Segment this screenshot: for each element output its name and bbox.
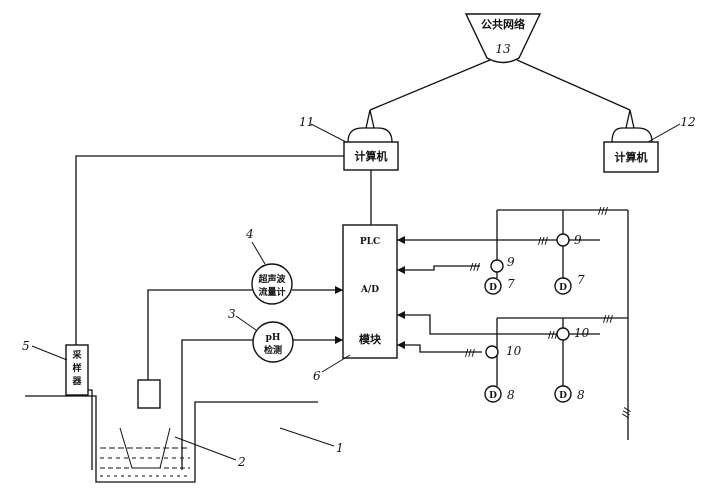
relay-10a-number: 10	[574, 326, 590, 340]
network-number: 13	[495, 42, 511, 56]
relay-9a[interactable]	[556, 233, 570, 247]
motor-8b-symbol: D	[559, 391, 567, 401]
plc-number: 6	[313, 369, 321, 383]
motor-7a[interactable]: D	[484, 277, 502, 295]
ad-label: A/D	[360, 285, 379, 295]
flowmeter-line2: 流量计	[258, 286, 285, 298]
plc-label: PLC	[360, 237, 380, 247]
network-link-left	[369, 59, 491, 111]
motor-8a-symbol: D	[489, 391, 497, 401]
leader-12	[647, 123, 681, 143]
leader-11	[310, 123, 347, 143]
water-channel	[25, 395, 318, 483]
antenna-left-icon	[362, 109, 378, 129]
motor-7a-symbol: D	[489, 283, 497, 293]
motor-7b-symbol: D	[559, 283, 567, 293]
computer-left-number: 11	[299, 115, 314, 129]
motor-7a-number: 7	[507, 277, 515, 291]
relay-10b-number: 10	[506, 344, 522, 358]
svg-text:///: ///	[470, 263, 481, 273]
computer-left-label: 计算机	[355, 149, 388, 163]
sampler-line3: 器	[71, 376, 82, 387]
relay-10b[interactable]	[485, 345, 499, 359]
motor-8a-number: 8	[507, 388, 515, 402]
ultrasonic-probe	[137, 379, 161, 409]
ph-sensor[interactable]: pH 检测	[252, 321, 294, 363]
network-link-right	[516, 59, 631, 111]
antenna-right-icon	[622, 109, 638, 129]
sampler-line1: 采	[71, 349, 81, 361]
sampler-number: 5	[22, 339, 30, 353]
flowmeter-number: 4	[245, 227, 254, 241]
svg-text:///: ///	[603, 315, 614, 325]
computer-right-number: 12	[680, 115, 695, 129]
motor-7b[interactable]: D	[554, 277, 572, 295]
ph-number: 3	[228, 307, 236, 321]
relay-9b[interactable]	[490, 259, 504, 273]
motor-7b-number: 7	[577, 273, 585, 287]
pipe-number: 2	[237, 455, 246, 469]
ph-line1: pH	[266, 333, 281, 343]
computer-left[interactable]: 计算机	[343, 109, 399, 171]
sampler-line2: 样	[72, 362, 81, 374]
computer-right-label: 计算机	[615, 150, 648, 164]
svg-text:///: ///	[538, 237, 549, 247]
network-label: 公共网络	[481, 17, 525, 31]
svg-text:///: ///	[465, 349, 476, 359]
leader-6	[321, 354, 351, 373]
relay-9b-number: 9	[507, 255, 515, 269]
ultrasonic-flowmeter[interactable]: 超声波 流量计	[251, 263, 293, 305]
module-label: 模块	[359, 332, 382, 346]
svg-text:///: ///	[548, 331, 559, 341]
svg-text:///: ///	[598, 207, 609, 217]
antenna-left-arc	[347, 127, 363, 143]
ph-line2: 检测	[264, 344, 282, 356]
sampler[interactable]: 采 样 器	[65, 344, 89, 396]
relay-9a-number: 9	[574, 233, 582, 247]
flowmeter-line1: 超声波	[257, 273, 286, 285]
computer-right[interactable]: 计算机	[603, 109, 659, 173]
motor-8a[interactable]: D	[484, 385, 502, 403]
tank-number: 1	[336, 441, 344, 455]
svg-text:///: ///	[621, 406, 633, 419]
public-network-node[interactable]: 公共网络 13	[464, 13, 542, 64]
motor-8b-number: 8	[577, 388, 585, 402]
motor-8b[interactable]: D	[554, 385, 572, 403]
plc-block[interactable]: PLC A/D 模块	[342, 224, 398, 359]
relay-10a[interactable]	[556, 327, 570, 341]
